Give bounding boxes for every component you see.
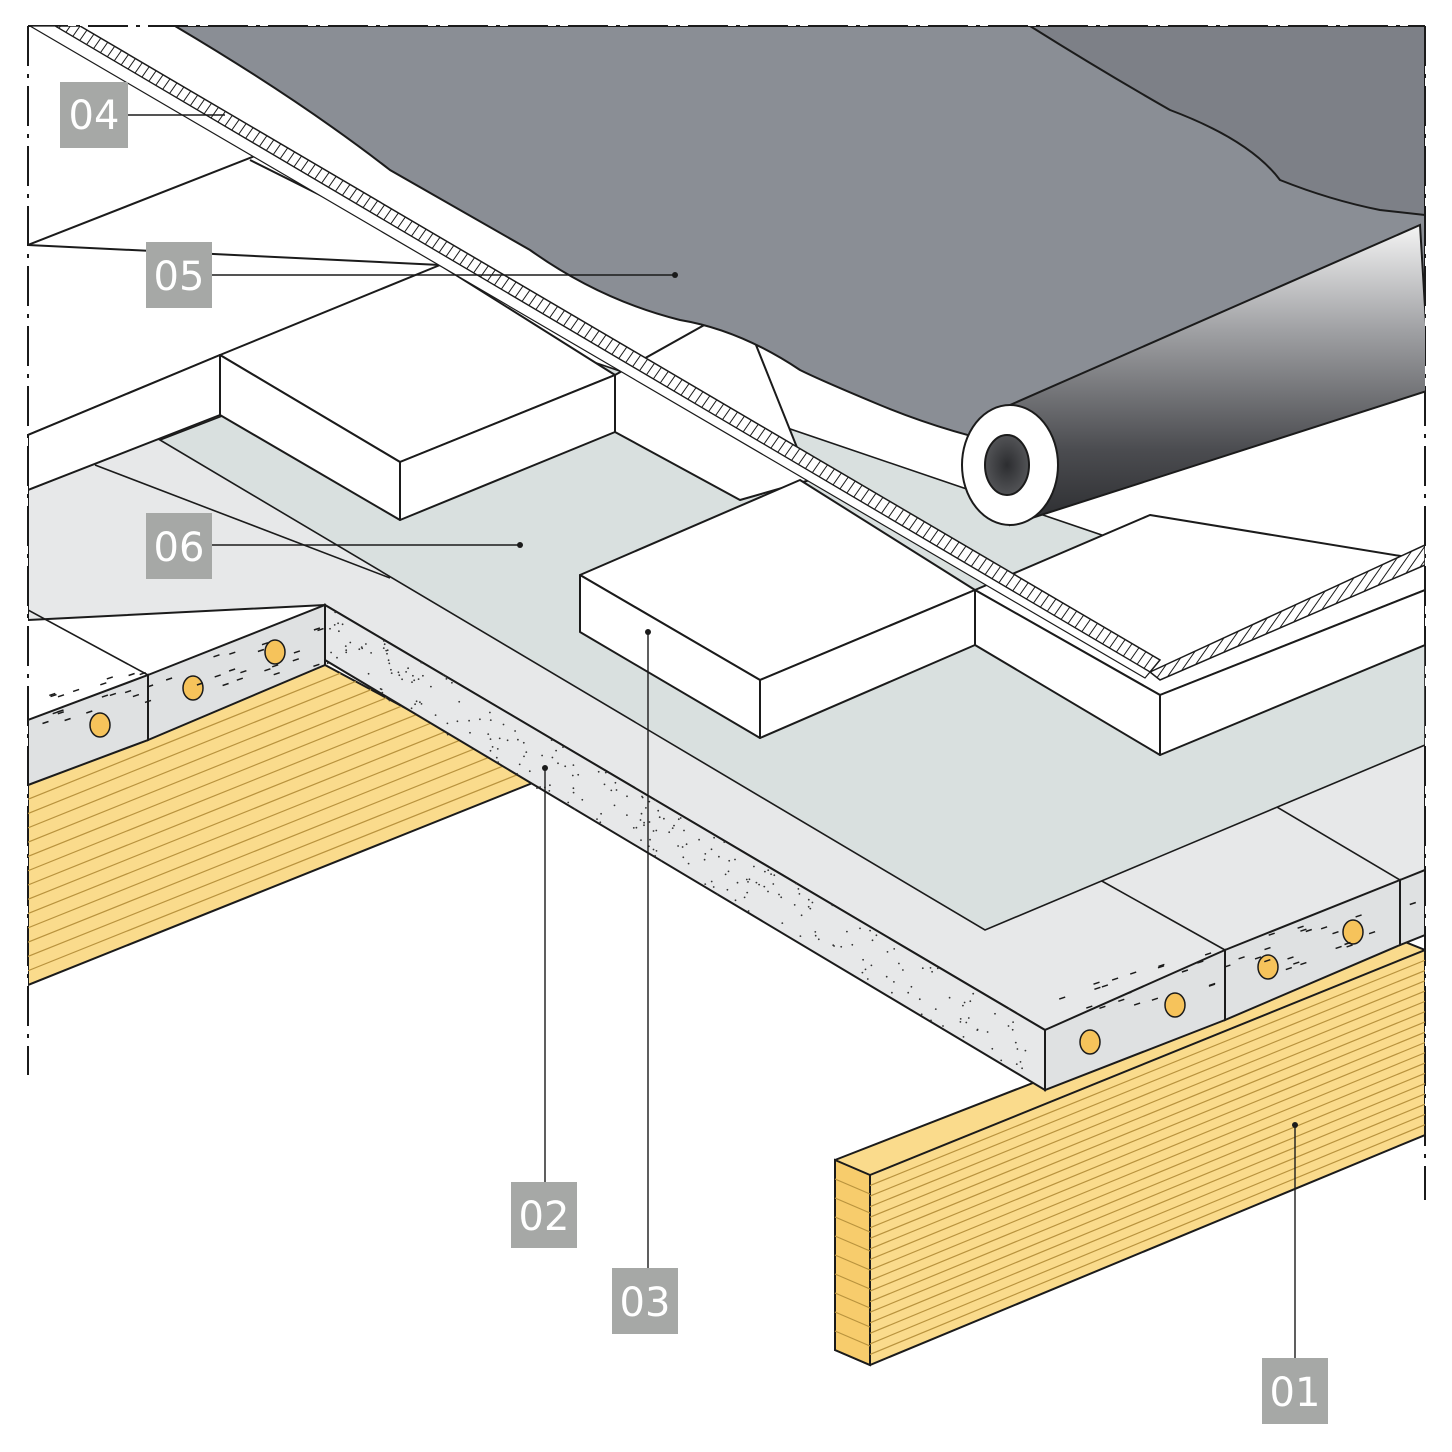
membrane-sheet	[173, 26, 1425, 454]
reinforcement-mesh	[28, 26, 1425, 681]
callout-05-label: 05	[154, 254, 205, 300]
callout-01: 01	[1262, 1358, 1328, 1424]
callout-03-label: 03	[620, 1280, 671, 1326]
callout-06-label: 06	[154, 525, 205, 571]
callout-06: 06	[146, 513, 212, 579]
callout-01-label: 01	[1270, 1370, 1321, 1416]
callout-03-box	[612, 1268, 678, 1334]
callout-04-label: 04	[69, 93, 120, 139]
slab-end-right	[1044, 868, 1425, 1092]
timber-joist-left	[28, 663, 543, 987]
callout-02-label: 02	[519, 1194, 570, 1240]
callout-06-box	[146, 513, 212, 579]
slab-end-left	[28, 603, 326, 787]
callout-01-box	[1262, 1358, 1328, 1424]
leader-dots	[517, 272, 1298, 1128]
callout-04-box	[60, 82, 128, 148]
membrane-roll	[961, 223, 1425, 527]
callout-05-box	[146, 242, 212, 308]
leader-lines	[128, 114, 1296, 1358]
callout-02-box	[511, 1182, 577, 1248]
callout-02: 02	[511, 1182, 577, 1248]
callout-05: 05	[146, 242, 212, 308]
callout-03: 03	[612, 1268, 678, 1334]
callout-04: 04	[60, 82, 128, 148]
timber-joist-right	[834, 938, 1425, 1367]
